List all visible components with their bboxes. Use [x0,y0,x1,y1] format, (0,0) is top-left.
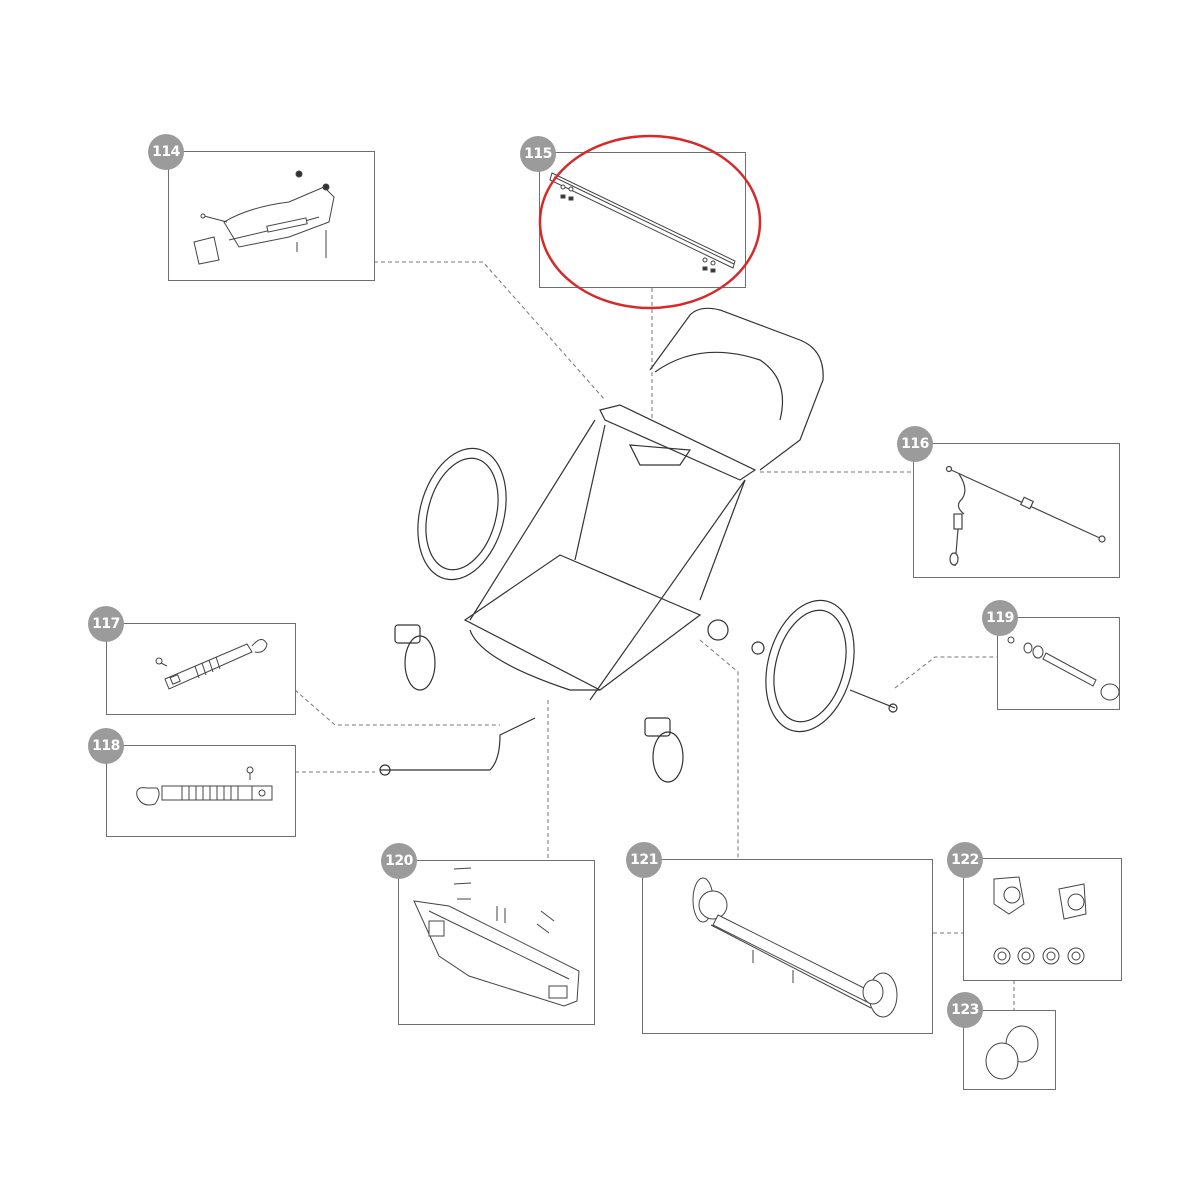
hitch-strap-long-icon [136,766,273,806]
callout-badge-115: 115 [520,136,556,172]
callout-badge-119: 119 [982,600,1018,636]
callout-badge-120: 120 [381,843,417,879]
callout-badge-114: 114 [148,134,184,170]
hitch-strap-short-icon [155,639,268,690]
leader-117 [294,689,500,726]
panel-114 [168,151,375,281]
left-wheel [417,447,507,581]
base-frame [463,554,702,691]
right-wheel [765,599,855,733]
panel-123 [963,1010,1056,1090]
panel-116 [913,443,1120,578]
callout-badge-121: 121 [626,842,662,878]
rear-axle-assembly-icon [692,877,898,1018]
handlebar-hinge-icon [193,170,335,265]
panel-118 [106,745,296,837]
panel-120 [398,860,595,1025]
wheel-axle-icon [1007,636,1120,701]
panel-117 [106,623,296,715]
round-caps-icon [985,1025,1039,1080]
callout-badge-122: 122 [947,842,983,878]
panel-122 [963,858,1122,981]
callout-badge-123: 123 [947,992,983,1028]
front-bumper-icon [413,867,580,1007]
leader-114 [374,261,606,401]
tow-arm [380,717,536,771]
panel-121 [642,859,933,1034]
panel-119 [997,617,1120,710]
top-frame [599,404,757,481]
leader-119 [894,656,997,689]
brake-calipers-icon [993,876,1087,965]
handlebar [649,307,824,471]
callout-badge-117: 117 [88,606,124,642]
front-wheel-right [652,731,684,783]
brake-cable-rod-icon [945,465,1106,567]
cross-bar-tube-icon [549,172,736,273]
callout-badge-118: 118 [88,728,124,764]
panel-115 [539,152,746,288]
callout-badge-116: 116 [897,426,933,462]
leader-121 [699,639,739,860]
